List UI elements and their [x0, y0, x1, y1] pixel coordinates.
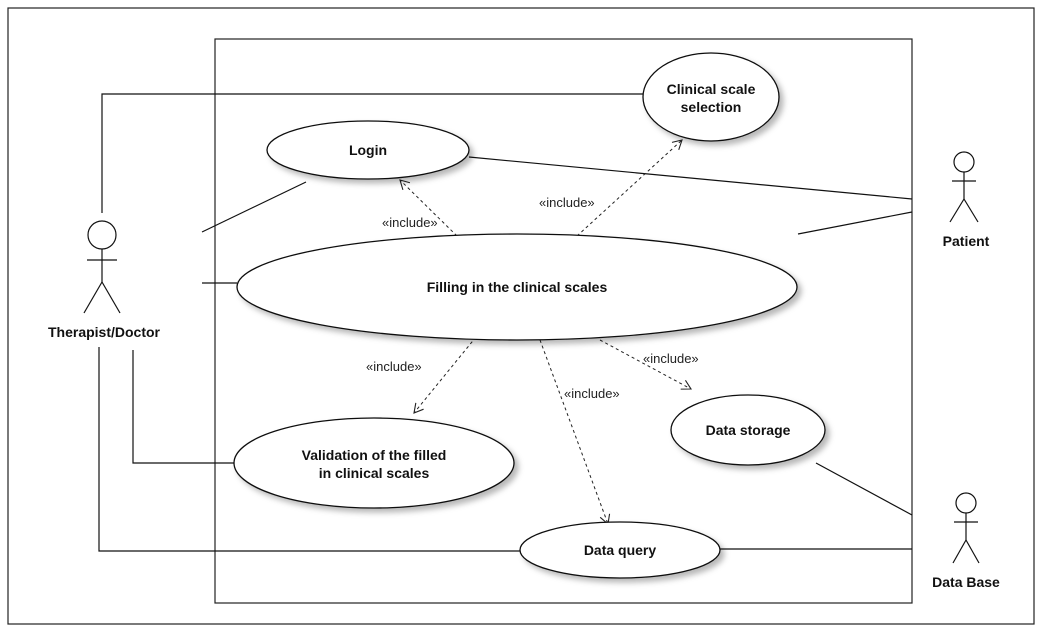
assoc-therapist-login — [201, 181, 307, 233]
include-arrow-login — [399, 179, 458, 237]
actor-data-base[interactable]: Data Base — [932, 492, 1000, 590]
outer-frame — [7, 7, 1035, 625]
assoc-therapist-query — [98, 347, 520, 552]
include-arrow-validation — [413, 336, 477, 414]
include-label-query: «include» — [564, 386, 620, 401]
stick-figure-icon — [83, 220, 121, 314]
use-case-label-clinical-scale-line2: selection — [681, 99, 742, 115]
include-relations: «include» «include» «include» «include» … — [366, 139, 699, 526]
include-label-login: «include» — [382, 215, 438, 230]
use-case-login[interactable]: Login — [266, 120, 470, 180]
actor-therapist-doctor[interactable]: Therapist/Doctor — [48, 220, 161, 340]
assoc-therapist-scale-selection — [101, 93, 643, 213]
assoc-login-patient — [468, 156, 913, 200]
use-case-label-validation-line1: Validation of the filled — [302, 447, 447, 463]
actor-label-therapist: Therapist/Doctor — [48, 324, 161, 340]
assoc-therapist-validation — [132, 350, 235, 464]
actor-patient[interactable]: Patient — [943, 151, 990, 249]
include-arrow-storage — [599, 339, 692, 390]
include-label-scale-selection: «include» — [539, 195, 595, 210]
use-case-validation[interactable]: Validation of the filled in clinical sca… — [233, 417, 515, 509]
assoc-storage-database — [815, 462, 913, 516]
use-case-label-data-storage: Data storage — [706, 422, 791, 438]
use-case-label-clinical-scale-line1: Clinical scale — [667, 81, 756, 97]
use-case-data-query[interactable]: Data query — [519, 521, 721, 579]
use-case-clinical-scale-selection[interactable]: Clinical scale selection — [642, 52, 780, 142]
stick-figure-icon — [949, 151, 979, 223]
use-case-data-storage[interactable]: Data storage — [670, 394, 826, 466]
use-case-filling-clinical-scales[interactable]: Filling in the clinical scales — [236, 233, 798, 341]
include-label-validation: «include» — [366, 359, 422, 374]
actor-label-patient: Patient — [943, 233, 990, 249]
include-arrow-query — [539, 339, 611, 526]
associations — [98, 93, 913, 552]
use-case-label-validation-line2: in clinical scales — [319, 465, 430, 481]
use-case-label-login: Login — [349, 142, 387, 158]
stick-figure-icon — [952, 492, 980, 564]
use-case-label-filling: Filling in the clinical scales — [427, 279, 608, 295]
include-label-storage: «include» — [643, 351, 699, 366]
assoc-filling-patient — [797, 211, 913, 235]
actor-label-database: Data Base — [932, 574, 1000, 590]
use-case-label-data-query: Data query — [584, 542, 657, 558]
